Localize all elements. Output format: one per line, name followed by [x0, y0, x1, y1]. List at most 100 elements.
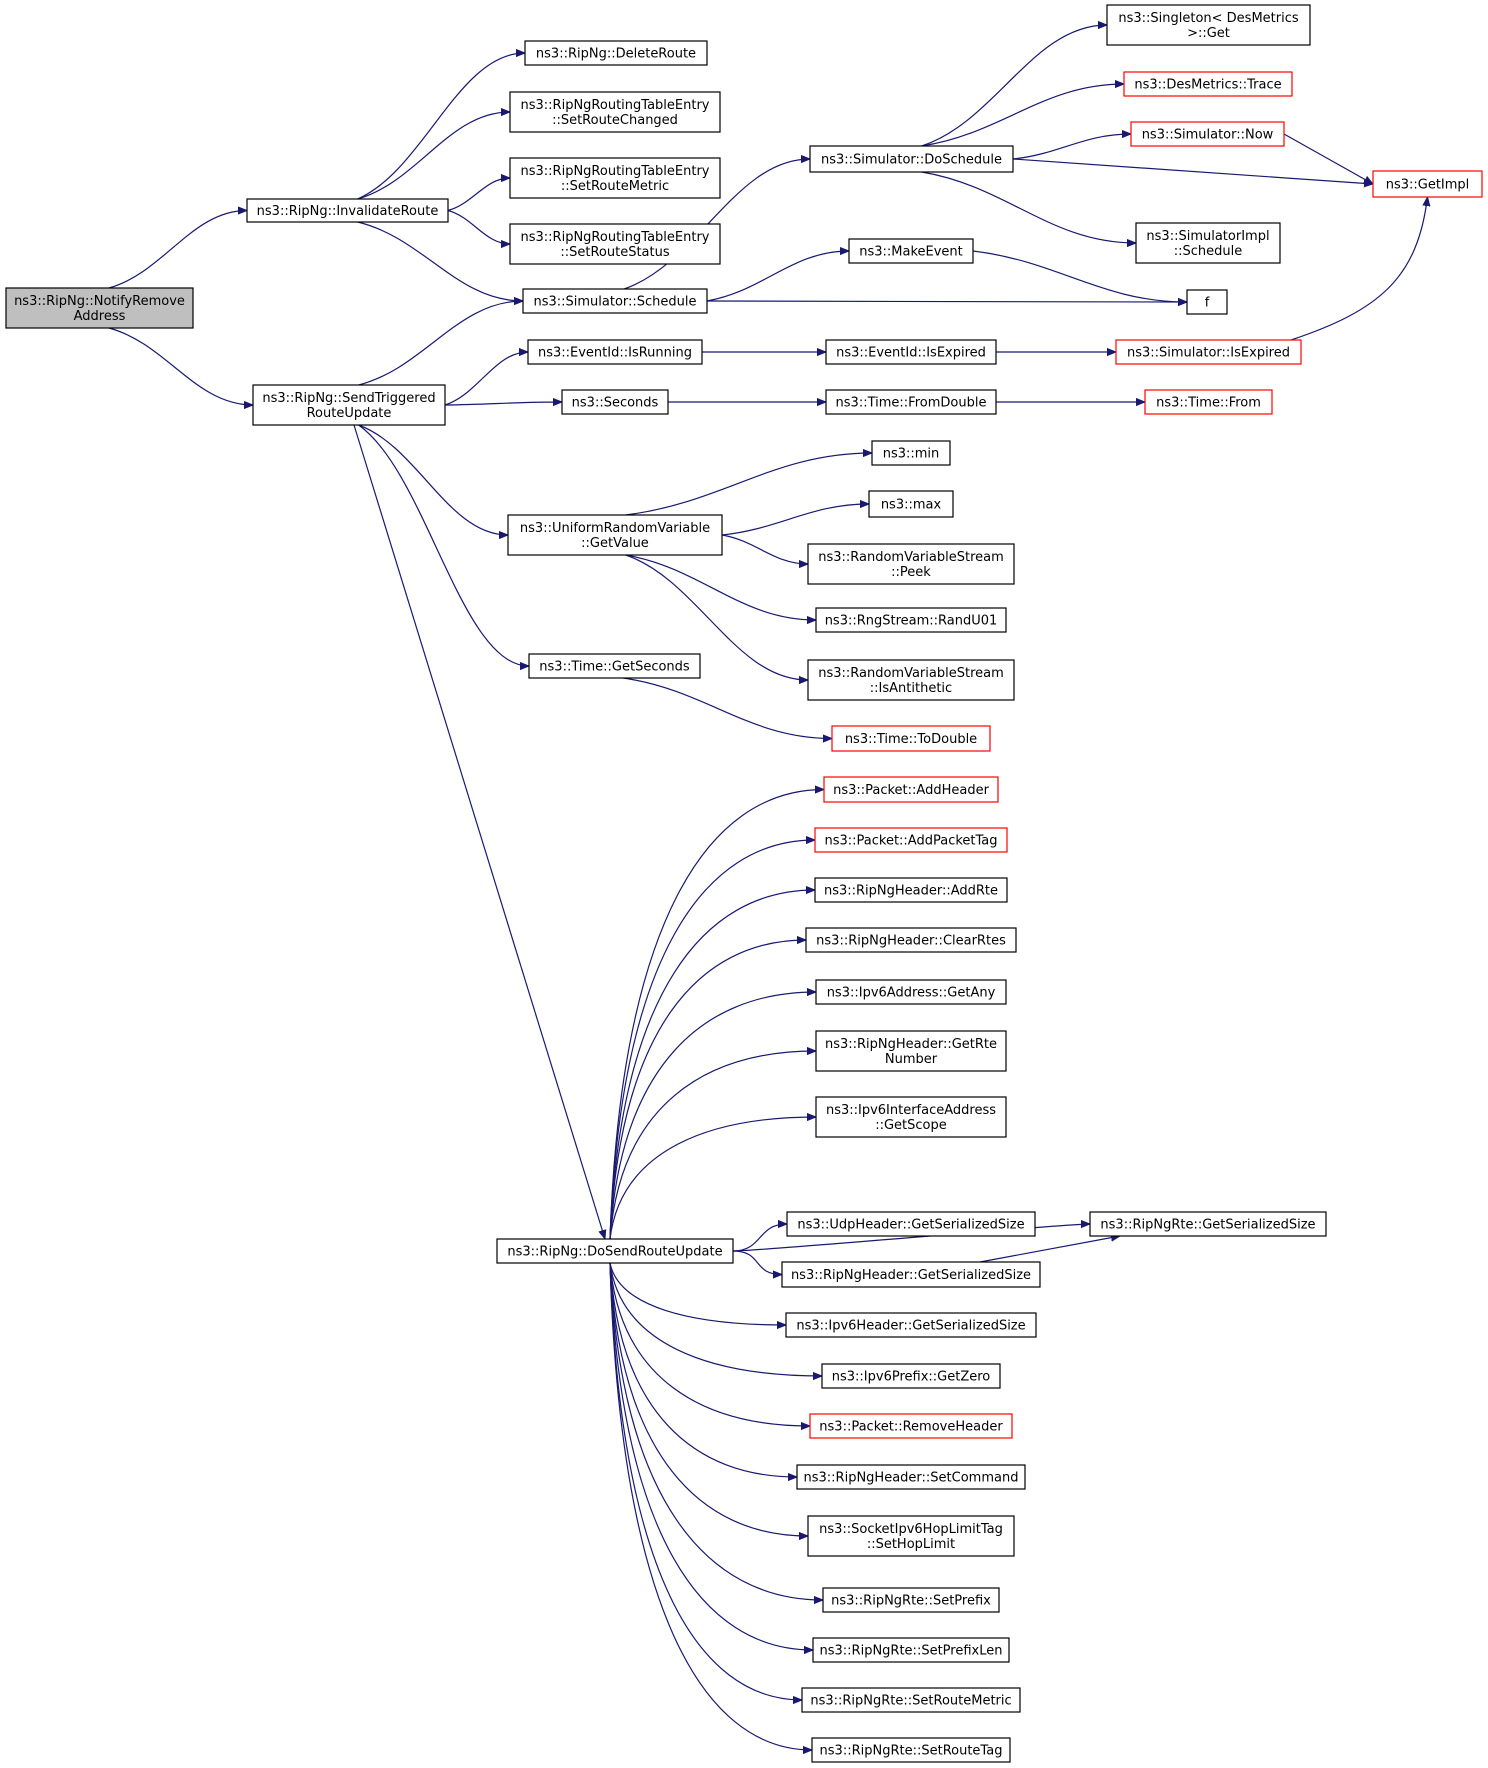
node-schedule[interactable]: ns3::Simulator::Schedule — [522, 288, 708, 314]
node-makeevent[interactable]: ns3::MakeEvent — [848, 238, 974, 264]
node-udpgetser[interactable]: ns3::UdpHeader::GetSerializedSize — [786, 1211, 1036, 1237]
node-hdrgetser[interactable]: ns3::RipNgHeader::GetSerializedSize — [781, 1261, 1041, 1288]
edge-simisexpired-to-getimpl — [1290, 197, 1428, 341]
node-box — [1106, 4, 1311, 46]
node-simimplschedule[interactable]: ns3::SimulatorImpl::Schedule — [1135, 222, 1281, 264]
node-box — [781, 1261, 1041, 1288]
node-doschedule[interactable]: ns3::Simulator::DoSchedule — [809, 145, 1014, 173]
node-label: ns3::Simulator::Schedule — [533, 295, 696, 310]
node-setroutestatus[interactable]: ns3::RipNgRoutingTableEntry::SetRouteSta… — [509, 223, 721, 265]
edge-urvgetvalue-to-isantithetic — [625, 554, 808, 680]
node-label: ns3::RipNgRte::SetPrefix — [831, 1594, 991, 1609]
node-simnow[interactable]: ns3::Simulator::Now — [1130, 121, 1285, 147]
edge-makeevent-to-f — [972, 250, 1187, 302]
node-getscope[interactable]: ns3::Ipv6InterfaceAddress::GetScope — [815, 1096, 1007, 1138]
node-timefrom[interactable]: ns3::Time::From — [1144, 389, 1273, 415]
edge-dosendrouteupdate-to-getrtenumber — [609, 1051, 816, 1240]
node-box — [1135, 222, 1281, 264]
node-invalidate[interactable]: ns3::RipNg::InvalidateRoute — [246, 198, 449, 223]
edge-line — [609, 940, 806, 1240]
node-isrunning[interactable]: ns3::EventId::IsRunning — [527, 339, 703, 365]
node-setroutechanged[interactable]: ns3::RipNgRoutingTableEntry::SetRouteCha… — [509, 91, 721, 133]
node-label: ns3::min — [883, 447, 940, 462]
edge-line — [609, 1262, 823, 1600]
node-setroutemetric_e[interactable]: ns3::RipNgRoutingTableEntry::SetRouteMet… — [509, 157, 721, 199]
edge-line — [1283, 133, 1373, 184]
node-f[interactable]: f — [1186, 289, 1228, 315]
edge-line — [358, 424, 508, 535]
node-label: ns3::EventId::IsExpired — [836, 346, 986, 361]
edge-sendtrig-to-schedule — [358, 301, 523, 386]
node-getzero[interactable]: ns3::Ipv6Prefix::GetZero — [821, 1363, 1001, 1389]
node-label: ns3::RipNg::InvalidateRoute — [257, 204, 439, 219]
node-simisexpired[interactable]: ns3::Simulator::IsExpired — [1115, 339, 1302, 365]
node-label: ns3::Ipv6Address::GetAny — [827, 986, 996, 1001]
edge-line — [357, 221, 523, 301]
node-box — [815, 607, 1007, 633]
node-rtegetser[interactable]: ns3::RipNgRte::GetSerializedSize — [1089, 1211, 1327, 1237]
node-setroutemetric_r[interactable]: ns3::RipNgRte::SetRouteMetric — [801, 1687, 1021, 1713]
node-sethoplimit[interactable]: ns3::SocketIpv6HopLimitTag::SetHopLimit — [807, 1515, 1015, 1557]
edge-doschedule-to-getimpl — [1012, 158, 1373, 184]
node-fromdouble[interactable]: ns3::Time::FromDouble — [825, 389, 997, 415]
edge-hdrgetser-to-rtegetser — [979, 1236, 1120, 1263]
node-setprefixlen[interactable]: ns3::RipNgRte::SetPrefixLen — [812, 1637, 1010, 1663]
edge-dosendrouteupdate-to-getscope — [609, 1117, 816, 1240]
edge-dosendrouteupdate-to-ipv6getser — [609, 1262, 786, 1325]
node-getseconds[interactable]: ns3::Time::GetSeconds — [528, 653, 701, 679]
node-addpackettag[interactable]: ns3::Packet::AddPacketTag — [814, 827, 1008, 853]
node-label: ::Peek — [891, 565, 931, 580]
node-addrte[interactable]: ns3::RipNgHeader::AddRte — [814, 877, 1008, 903]
node-label: ns3::Ipv6InterfaceAddress — [826, 1103, 996, 1118]
edge-line — [447, 209, 510, 245]
edge-line — [623, 677, 832, 739]
node-setprefix[interactable]: ns3::RipNgRte::SetPrefix — [822, 1587, 1000, 1613]
node-removeheader[interactable]: ns3::Packet::RemoveHeader — [809, 1413, 1013, 1439]
edge-line — [609, 790, 824, 1240]
edge-line — [732, 1250, 782, 1275]
node-box — [815, 1096, 1007, 1138]
node-getimpl[interactable]: ns3::GetImpl — [1372, 170, 1483, 198]
edge-doschedule-to-singleton — [921, 25, 1107, 147]
node-label: ns3::RipNgHeader::AddRte — [824, 884, 998, 899]
node-addheader[interactable]: ns3::Packet::AddHeader — [823, 776, 999, 803]
edge-line — [444, 352, 528, 406]
node-urvgetvalue[interactable]: ns3::UniformRandomVariable::GetValue — [507, 514, 723, 556]
edge-line — [357, 112, 510, 200]
node-randu01[interactable]: ns3::RngStream::RandU01 — [815, 607, 1007, 633]
edge-doschedule-to-simnow — [1012, 134, 1131, 160]
node-box — [1144, 389, 1273, 415]
node-label: ns3::SimulatorImpl — [1146, 229, 1269, 244]
node-min[interactable]: ns3::min — [871, 440, 951, 466]
node-setroutetag[interactable]: ns3::RipNgRte::SetRouteTag — [811, 1737, 1011, 1763]
node-isantithetic[interactable]: ns3::RandomVariableStream::IsAntithetic — [807, 659, 1015, 701]
node-peek[interactable]: ns3::RandomVariableStream::Peek — [807, 543, 1015, 585]
node-box — [823, 776, 999, 803]
node-clearrtes[interactable]: ns3::RipNgHeader::ClearRtes — [805, 927, 1017, 953]
edge-line — [1012, 158, 1373, 184]
node-desmetricstrace[interactable]: ns3::DesMetrics::Trace — [1123, 71, 1293, 97]
node-label: ns3::UdpHeader::GetSerializedSize — [797, 1218, 1024, 1233]
node-label: ns3::Ipv6Header::GetSerializedSize — [796, 1319, 1025, 1334]
node-max[interactable]: ns3::max — [868, 490, 954, 518]
edge-dosendrouteupdate-to-removeheader — [609, 1262, 810, 1426]
node-singleton[interactable]: ns3::Singleton< DesMetrics>::Get — [1106, 4, 1311, 46]
edge-line — [609, 1262, 822, 1376]
node-box — [246, 198, 449, 223]
node-ipv6getser[interactable]: ns3::Ipv6Header::GetSerializedSize — [785, 1312, 1037, 1338]
node-eventidisexpired[interactable]: ns3::EventId::IsExpired — [825, 339, 997, 365]
node-seconds[interactable]: ns3::Seconds — [561, 389, 669, 415]
edge-line — [1290, 197, 1428, 341]
node-todouble[interactable]: ns3::Time::ToDouble — [831, 725, 991, 752]
node-box — [807, 659, 1015, 701]
node-getany[interactable]: ns3::Ipv6Address::GetAny — [815, 979, 1007, 1005]
edge-line — [358, 424, 529, 666]
node-deleteroute[interactable]: ns3::RipNg::DeleteRoute — [524, 40, 708, 66]
node-setcommand[interactable]: ns3::RipNgHeader::SetCommand — [796, 1464, 1026, 1490]
node-label: ns3::Time::ToDouble — [845, 732, 977, 747]
node-box — [1186, 289, 1228, 315]
node-dosendrouteupdate[interactable]: ns3::RipNg::DoSendRouteUpdate — [496, 1238, 734, 1264]
